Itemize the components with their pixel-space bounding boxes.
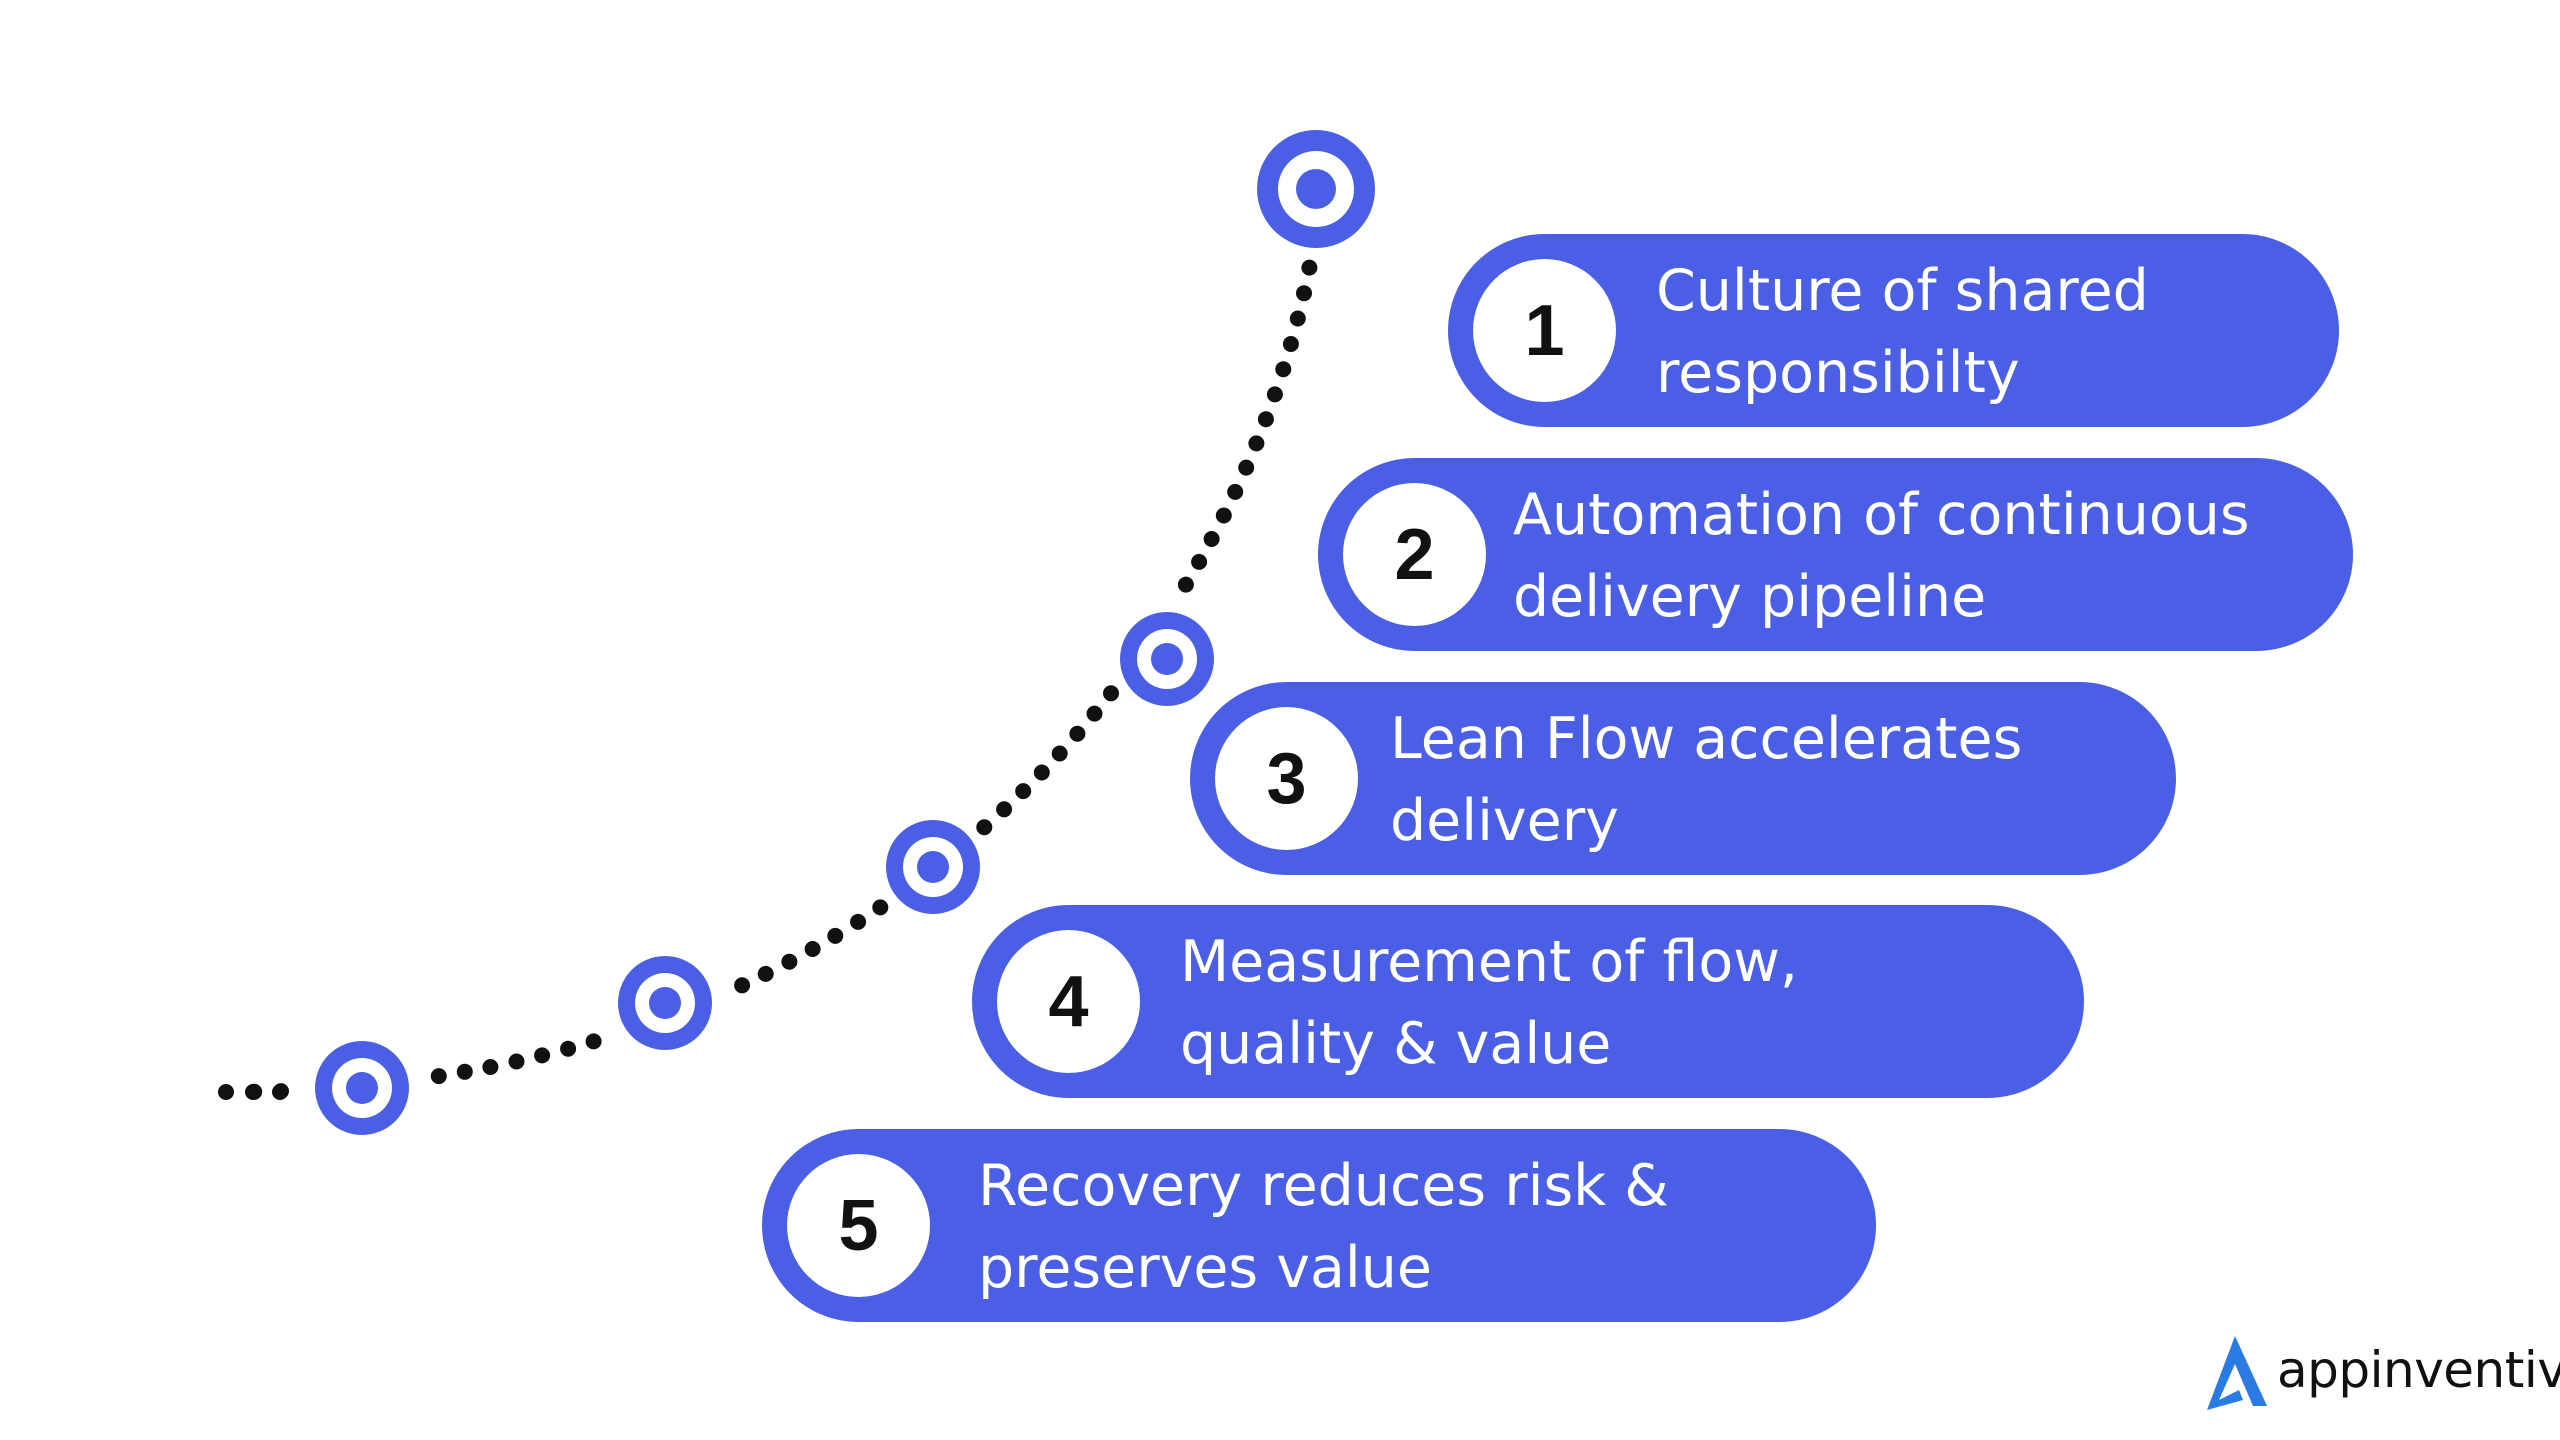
- curve-dot: [508, 1053, 525, 1070]
- curve-dot: [1289, 310, 1306, 327]
- curve-dot: [218, 1084, 234, 1100]
- step-4-label: Measurement of flow, quality & value: [1180, 921, 1798, 1085]
- step-2-label-line-2: delivery pipeline: [1513, 564, 1987, 630]
- step-5-label-line-1: Recovery reduces risk &: [978, 1153, 1669, 1219]
- curve-dot: [1275, 361, 1292, 378]
- step-2-label: Automation of continuous delivery pipeli…: [1513, 474, 2250, 638]
- curve-dot: [456, 1063, 473, 1080]
- step-3-label: Lean Flow accelerates delivery: [1390, 698, 2022, 862]
- curve-marker-5-icon: [1257, 130, 1375, 248]
- curve-dot: [734, 977, 751, 994]
- step-4-pill: 4 Measurement of flow, quality & value: [972, 905, 2084, 1098]
- curve-dot: [1177, 576, 1194, 593]
- curve-dot: [1248, 435, 1265, 452]
- curve-dot: [273, 1083, 289, 1100]
- curve-dot: [1051, 745, 1068, 762]
- curve-dot: [757, 965, 774, 982]
- curve-dot: [1301, 259, 1318, 276]
- step-5-number: 5: [787, 1154, 930, 1297]
- step-3-pill: 3 Lean Flow accelerates delivery: [1190, 682, 2176, 875]
- curve-dot: [1282, 336, 1299, 352]
- step-2-label-line-1: Automation of continuous: [1513, 482, 2250, 548]
- curve-dot: [1033, 764, 1050, 781]
- step-1-label-line-2: responsibilty: [1656, 340, 2020, 406]
- curve-dot: [1257, 411, 1274, 428]
- step-3-label-line-2: delivery: [1390, 788, 1619, 854]
- curve-dot: [1086, 705, 1103, 722]
- curve-dot: [872, 899, 889, 916]
- curve-dot: [996, 801, 1013, 818]
- step-5-label: Recovery reduces risk & preserves value: [978, 1145, 1669, 1309]
- step-3-label-line-1: Lean Flow accelerates: [1390, 706, 2023, 772]
- step-4-label-line-2: quality & value: [1180, 1011, 1612, 1077]
- appinventiv-logo-mark-icon: [2207, 1336, 2267, 1410]
- step-4-number: 4: [997, 930, 1140, 1073]
- step-4-label-line-1: Measurement of flow,: [1180, 929, 1799, 995]
- curve-dot: [430, 1068, 447, 1085]
- curve-dot: [560, 1040, 577, 1057]
- brand-logo: appinventiv: [2195, 1330, 2560, 1410]
- curve-dot: [781, 953, 798, 970]
- curve-dot: [246, 1083, 263, 1100]
- step-1-number: 1: [1473, 259, 1616, 402]
- step-5-label-line-2: preserves value: [978, 1235, 1432, 1301]
- curve-marker-2-icon: [618, 956, 712, 1050]
- curve-dot: [585, 1033, 602, 1050]
- curve-dot: [1296, 285, 1312, 302]
- curve-dot: [1238, 459, 1255, 476]
- curve-dot: [1069, 725, 1086, 742]
- step-1-label: Culture of shared responsibilty: [1656, 250, 2149, 414]
- curve-markers: [315, 130, 1375, 1135]
- curve-dot: [1227, 483, 1244, 500]
- step-3-number: 3: [1215, 707, 1358, 850]
- curve-dot: [804, 941, 821, 957]
- step-1-pill: 1 Culture of shared responsibilty: [1448, 234, 2339, 427]
- curve-dot: [850, 913, 867, 930]
- curve-dot: [976, 819, 993, 836]
- curve-dot: [1215, 507, 1232, 524]
- curve-dot: [1015, 783, 1032, 800]
- curve-marker-3-icon: [886, 820, 980, 914]
- step-1-label-line-1: Culture of shared: [1656, 258, 2149, 324]
- step-2-pill: 2 Automation of continuous delivery pipe…: [1318, 458, 2353, 651]
- curve-dot: [1103, 685, 1119, 702]
- curve-dot: [827, 927, 844, 944]
- dotted-path: [218, 259, 1318, 1100]
- curve-dot: [482, 1059, 499, 1075]
- step-5-pill: 5 Recovery reduces risk & preserves valu…: [762, 1129, 1876, 1322]
- curve-dot: [1203, 531, 1220, 547]
- curve-marker-1-icon: [315, 1041, 409, 1135]
- curve-marker-4-icon: [1120, 612, 1214, 706]
- step-2-number: 2: [1343, 483, 1486, 626]
- curve-dot: [534, 1047, 551, 1064]
- curve-dot: [1191, 553, 1208, 570]
- curve-dot: [1266, 386, 1283, 403]
- brand-logo-text: appinventiv: [2277, 1341, 2560, 1399]
